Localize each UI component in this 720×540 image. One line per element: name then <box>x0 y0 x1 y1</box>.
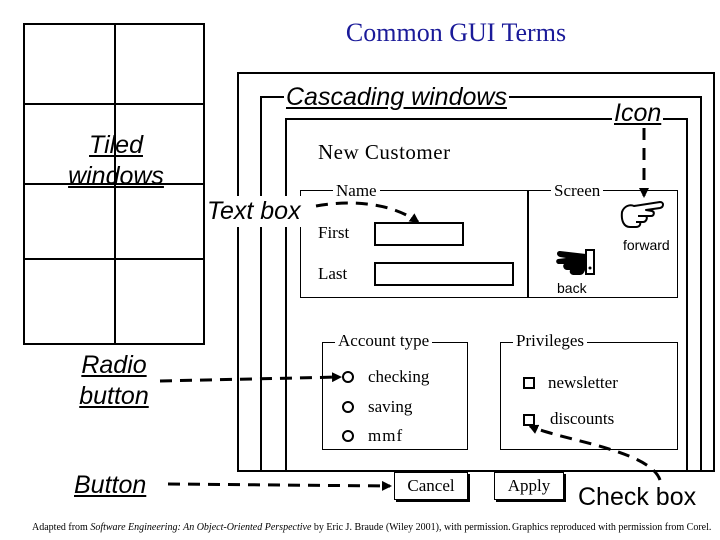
radio-checking[interactable] <box>342 371 354 383</box>
privileges-group-label: Privileges <box>513 331 587 351</box>
radio-button-callout: Radio button <box>64 350 164 412</box>
account-type-group-label: Account type <box>335 331 433 351</box>
last-name-input[interactable] <box>374 262 514 286</box>
back-label: back <box>557 280 587 296</box>
tiled-windows-callout-line2: windows <box>68 162 164 190</box>
radio-mmf[interactable] <box>342 430 354 442</box>
name-group-box <box>300 190 528 298</box>
checkbox-newsletter[interactable] <box>523 377 535 389</box>
checkbox-discounts[interactable] <box>523 414 535 426</box>
button-arrow <box>167 480 392 491</box>
radio-saving-label: saving <box>368 397 413 416</box>
tiled-divider-2 <box>23 183 205 185</box>
source-credit-suffix: by Eric J. Braude (Wiley 2001), with per… <box>311 522 511 533</box>
first-name-label: First <box>318 223 350 242</box>
checkbox-discounts-label: discounts <box>550 409 615 428</box>
cancel-button[interactable]: Cancel <box>394 472 468 500</box>
check-box-callout: Check box <box>578 483 697 511</box>
forward-label: forward <box>623 237 670 253</box>
graphics-credit: Graphics reproduced with permission from… <box>512 522 712 533</box>
radio-mmf-label: mmf <box>368 426 404 445</box>
page-title-text: Common GUI Terms <box>345 18 567 47</box>
apply-button[interactable]: Apply <box>494 472 564 500</box>
first-name-input[interactable] <box>374 222 464 246</box>
name-group-label: Name <box>333 181 380 201</box>
tiled-windows-callout: Tiled windows <box>56 130 176 192</box>
source-credit: Adapted from Software Engineering: An Ob… <box>32 522 511 533</box>
radio-button-callout-line1: Radio <box>81 351 147 379</box>
text-box-callout: Text box <box>205 196 303 227</box>
tiled-divider-3 <box>23 258 205 260</box>
window-title: New Customer <box>318 140 451 164</box>
button-callout: Button <box>74 471 147 499</box>
tiled-divider-1 <box>23 103 205 105</box>
radio-button-callout-line2: button <box>79 382 149 410</box>
radio-saving[interactable] <box>342 401 354 413</box>
screen-group-label: Screen <box>551 181 604 201</box>
source-credit-title: Software Engineering: An Object-Oriented… <box>90 522 312 533</box>
radio-checking-label: checking <box>368 367 430 386</box>
privileges-group-box <box>500 342 678 450</box>
page-title: Common GUI Terms <box>0 18 720 48</box>
last-name-label: Last <box>318 264 348 283</box>
tiled-windows-callout-line1: Tiled <box>89 131 143 159</box>
cascading-windows-callout: Cascading windows <box>284 82 509 113</box>
source-credit-prefix: Adapted from <box>32 522 91 533</box>
cascading-window-front <box>285 118 688 472</box>
icon-callout: Icon <box>612 98 664 129</box>
checkbox-newsletter-label: newsletter <box>548 373 618 392</box>
